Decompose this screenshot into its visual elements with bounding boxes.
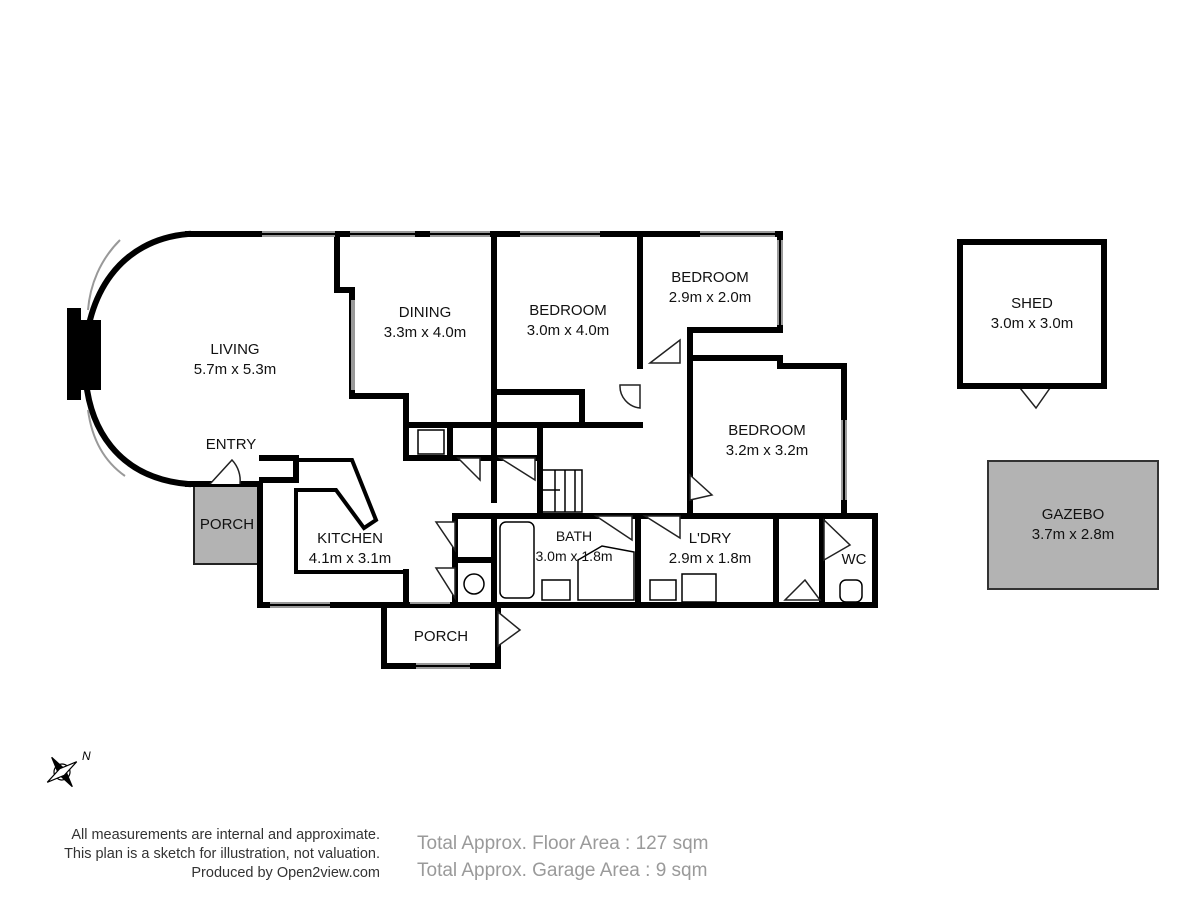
room-dims: 2.9m x 2.0m <box>668 289 752 306</box>
room-dims: 3.0m x 4.0m <box>526 322 610 339</box>
room-laundry: L'DRY 2.9m x 1.8m <box>650 529 770 569</box>
room-bedroom-2: BEDROOM 2.9m x 2.0m <box>640 268 780 308</box>
disclaimer-line-3: Produced by Open2view.com <box>191 865 380 881</box>
room-dims: 5.7m x 5.3m <box>193 361 277 378</box>
doors <box>209 338 1052 648</box>
bath-fixtures <box>417 429 863 603</box>
room-name: DINING <box>398 304 452 321</box>
area-summary: Total Approx. Floor Area : 127 sqm Total… <box>417 830 709 884</box>
room-dims: 3.0m x 1.8m <box>535 548 613 564</box>
room-dims: 2.9m x 1.8m <box>668 550 752 567</box>
room-name: BEDROOM <box>728 422 806 439</box>
garage-area: Total Approx. Garage Area : 9 sqm <box>417 860 708 881</box>
floor-area: Total Approx. Floor Area : 127 sqm <box>417 833 709 854</box>
room-porch-west: PORCH <box>194 515 260 535</box>
compass-north-label: N <box>82 749 91 763</box>
disclaimer-line-2: This plan is a sketch for illustration, … <box>64 846 380 862</box>
gazebo-area <box>987 460 1159 590</box>
room-dims: 3.0m x 3.0m <box>990 315 1074 332</box>
disclaimer: All measurements are internal and approx… <box>20 826 380 883</box>
fireplace-hearth <box>81 320 101 390</box>
room-name: BEDROOM <box>529 302 607 319</box>
windows <box>87 231 847 669</box>
porch-west-area <box>193 485 261 565</box>
room-entry: ENTRY <box>196 435 266 455</box>
room-name: SHED <box>1011 295 1053 312</box>
walls <box>81 230 878 669</box>
room-name: L'DRY <box>688 530 732 547</box>
room-bedroom-1: BEDROOM 3.0m x 4.0m <box>498 301 638 341</box>
room-name: PORCH <box>413 628 469 645</box>
compass-icon <box>46 756 78 788</box>
room-name: LIVING <box>210 341 260 358</box>
room-name: WC <box>841 551 867 568</box>
stairs <box>541 469 583 513</box>
room-dining: DINING 3.3m x 4.0m <box>355 303 495 343</box>
room-name: BEDROOM <box>671 269 749 286</box>
room-dims: 3.3m x 4.0m <box>383 324 467 341</box>
room-name: KITCHEN <box>317 530 383 547</box>
disclaimer-line-1: All measurements are internal and approx… <box>71 827 380 843</box>
kitchen-bench <box>294 458 404 574</box>
room-name: BATH <box>555 528 593 544</box>
room-dims: 3.7m x 2.8m <box>1031 526 1115 543</box>
room-living: LIVING 5.7m x 5.3m <box>165 340 305 380</box>
room-gazebo: GAZEBO 3.7m x 2.8m <box>988 505 1158 545</box>
room-kitchen: KITCHEN 4.1m x 3.1m <box>280 529 420 569</box>
room-bath: BATH 3.0m x 1.8m <box>514 526 634 566</box>
room-name: ENTRY <box>205 436 257 453</box>
fireplace <box>67 308 81 400</box>
room-name: PORCH <box>199 516 255 533</box>
room-wc: WC <box>834 550 874 570</box>
room-name: GAZEBO <box>1041 506 1105 523</box>
room-porch-south: PORCH <box>386 627 496 647</box>
shed-walls <box>957 239 1107 389</box>
room-dims: 4.1m x 3.1m <box>308 550 392 567</box>
room-bedroom-3: BEDROOM 3.2m x 3.2m <box>697 421 837 461</box>
room-dims: 3.2m x 3.2m <box>725 442 809 459</box>
room-shed: SHED 3.0m x 3.0m <box>960 294 1104 334</box>
